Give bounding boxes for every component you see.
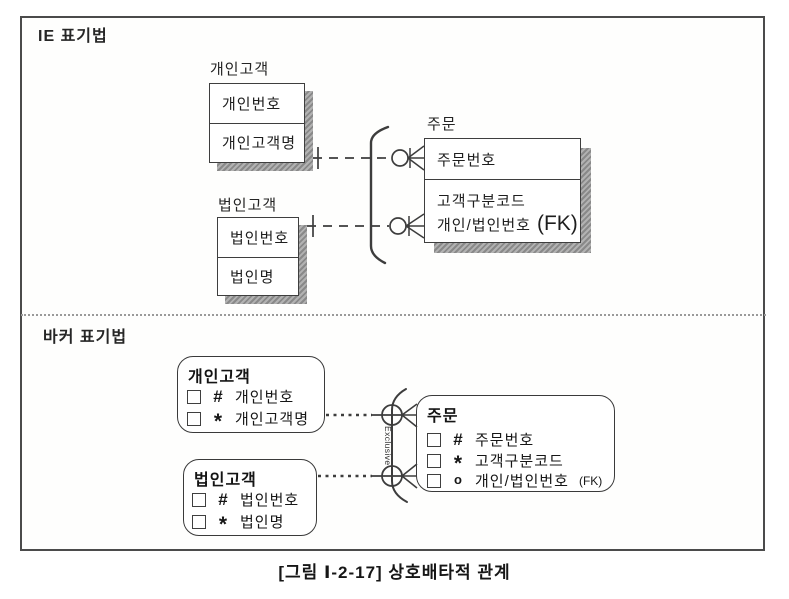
barker-section-label: 바커 표기법 — [43, 329, 128, 346]
ie-order-pk: 주문번호 — [425, 139, 580, 180]
optional-marker: o — [454, 472, 462, 487]
primary-key-marker: # — [218, 489, 228, 509]
ie-personal-pk: 개인번호 — [210, 84, 304, 124]
attribute-name: 법인번호 — [240, 492, 300, 509]
attribute-name: 개인/법인번호 — [475, 473, 569, 490]
attribute-name: 개인고객명 — [235, 411, 310, 428]
ie-order-fk-suffix: (FK) — [536, 212, 578, 235]
barker-personal-entity-box: 개인고객 # 개인번호 * 개인고객명 — [177, 356, 325, 433]
ie-personal-entity-title: 개인고객 — [210, 61, 270, 78]
barker-order-title: 주문 — [427, 408, 459, 425]
section-divider — [21, 314, 766, 316]
barker-personal-title: 개인고객 — [188, 369, 251, 386]
ie-corporate-entity-title: 법인고객 — [218, 197, 278, 214]
ie-order-attr-code: 고객구분코드 — [437, 192, 526, 210]
barker-order-row-2: * 고객구분코드 — [427, 452, 564, 475]
attribute-name: 개인번호 — [235, 389, 295, 406]
ie-personal-attr: 개인고객명 — [222, 135, 297, 152]
barker-personal-row-1: # 개인번호 — [187, 386, 295, 406]
ie-corporate-attr: 법인명 — [230, 269, 275, 286]
barker-order-row-1: # 주문번호 — [427, 429, 535, 449]
fk-suffix: (FK) — [578, 473, 603, 488]
ie-order-attr-fk: 개인/법인번호 — [437, 216, 531, 234]
barker-order-entity-box: 주문 # 주문번호 * 고객구분코드 o 개인/법인번호 (FK) — [416, 395, 615, 492]
ie-order-entity-title: 주문 — [427, 116, 457, 133]
attribute-name: 주문번호 — [475, 432, 535, 449]
barker-corporate-row-2: * 법인명 — [192, 513, 285, 536]
primary-key-marker: # — [213, 386, 223, 406]
barker-corporate-title: 법인고객 — [194, 472, 257, 489]
ie-order-entity-box: 주문번호 고객구분코드 개인/법인번호 (FK) — [424, 138, 581, 243]
ie-section-label: IE 표기법 — [38, 28, 108, 45]
attribute-checkbox-icon — [427, 473, 441, 488]
barker-corporate-row-1: # 법인번호 — [192, 489, 300, 509]
ie-personal-entity-box: 개인번호 개인고객명 — [209, 83, 305, 163]
attribute-name: 고객구분코드 — [475, 453, 564, 470]
mandatory-marker: * — [218, 512, 228, 536]
figure-caption: [그림 Ⅰ-2-17] 상호배타적 관계 — [278, 563, 511, 582]
barker-corporate-entity-box: 법인고객 # 법인번호 * 법인명 — [183, 459, 317, 536]
mandatory-marker: * — [213, 409, 223, 433]
primary-key-marker: # — [453, 429, 463, 449]
ie-order-attr-fk-row: 개인/법인번호 (FK) — [437, 211, 580, 237]
figure-border — [20, 16, 765, 551]
attribute-checkbox-icon — [192, 514, 206, 529]
attribute-name: 법인명 — [240, 514, 285, 531]
barker-personal-row-2: * 개인고객명 — [187, 410, 310, 433]
attribute-checkbox-icon — [427, 432, 441, 447]
attribute-checkbox-icon — [192, 492, 206, 507]
ie-corporate-pk: 법인번호 — [218, 218, 298, 258]
barker-order-row-3: o 개인/법인번호 (FK) — [427, 472, 603, 490]
attribute-checkbox-icon — [427, 453, 441, 468]
attribute-checkbox-icon — [187, 411, 201, 426]
ie-corporate-entity-box: 법인번호 법인명 — [217, 217, 299, 296]
mandatory-marker: * — [453, 451, 463, 475]
attribute-checkbox-icon — [187, 389, 201, 404]
